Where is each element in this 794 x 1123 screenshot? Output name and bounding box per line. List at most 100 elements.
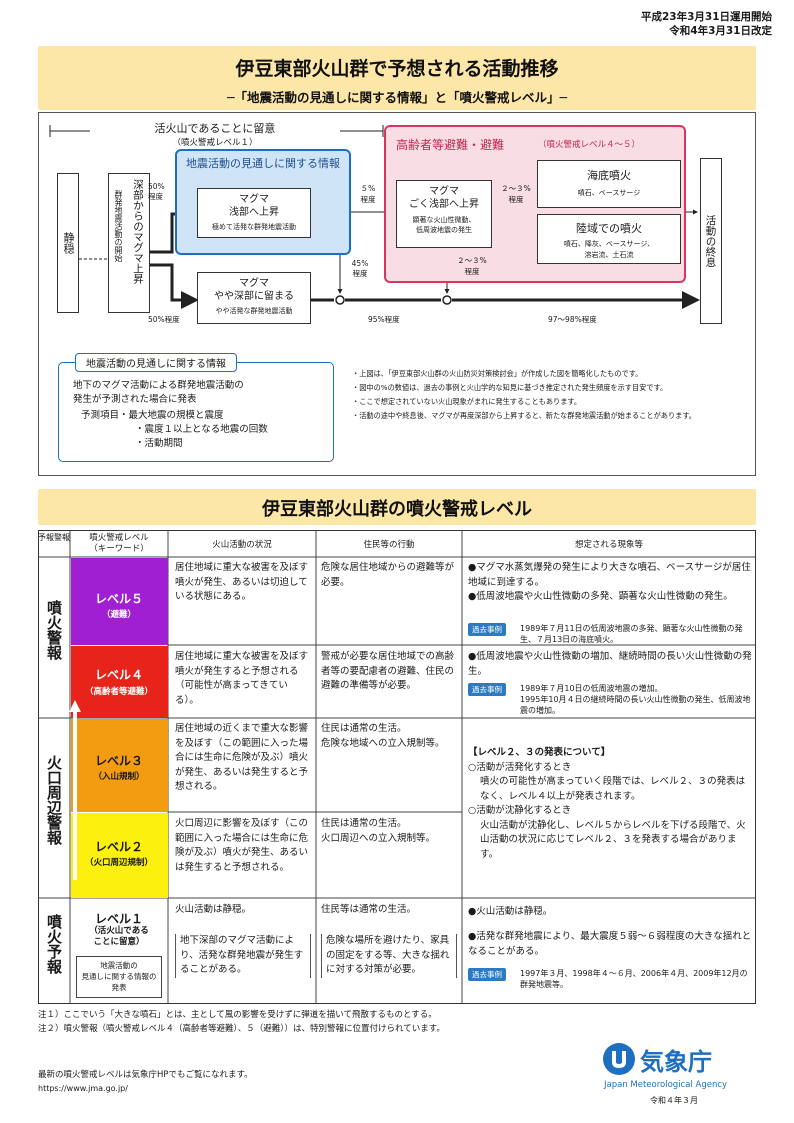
action-level-1-swarm: 危険な場所を避けたり、家具の固定をする等、大きな揺れに対する対策が必要。 [321,934,457,978]
footnotes: 注１）ここでいう「大きな噴石」とは、主として風の影響を受けずに弾道を描いて飛散す… [38,1008,756,1036]
example-level-5: 過去事例 1989年７月11日の低周波地震の多発、顕著な火山性微動の発生、７月1… [468,623,752,645]
group-eruption-forecast: 噴火予報 [45,914,63,974]
action-level-4: 警戒が必要な居住地域での高齢者等の要配慮者の避難、住民の避難の準備等が必要。 [321,651,455,691]
info-note-item2: ・震度１以上となる地震の回数 [135,424,268,435]
deep-rise-box: 深部からのマグマ上昇 群発地震活動の開始 [108,173,150,313]
magma-deep-title: マグマ やや深部に留まる [214,278,294,302]
info-note-item1: 予測項目・最大地震の規模と震度 [81,410,224,421]
info-note-box: 地震活動の見通しに関する情報 地下のマグマ活動による群発地震活動の 発生が予測さ… [58,353,334,462]
land-eruption-box: 陸域での噴火 噴石、降灰、ベースサージ、 溶岩流、土石流 [537,214,681,264]
status-level-3: 居住地域の近くまで重大な影響を及ぼす（この範囲に入った場合には生命に危険が及ぶ）… [175,723,309,792]
status-level-1-swarm: 地下深部のマグマ活動により、活発な群発地震が発生することがある。 [175,934,311,978]
phenom-level-5a: ●マグマ水蒸気爆発の発生により大きな噴石、ベースサージが居住地域に到達する。 [468,562,751,588]
land-eruption-title: 陸域での噴火 [576,222,642,235]
magma-shallow-sub: 極めて活発な群発地震活動 [212,223,296,231]
level-2-3-note-rising: ○活動が活発化するとき [468,761,572,773]
level-2-3-note-rising-text: 噴火の可能性が高まっていく段階では、レベル２、３の発表はなく、レベル４以上が発表… [480,776,746,802]
header-expected-phenomena: 想定される現象等 [574,540,643,550]
agency-name: 気象庁 [640,1048,712,1076]
website-info: 最新の噴火警戒レベルは気象庁HPでもご覧になれます。 https://www.j… [38,1068,438,1096]
pct-50-lower: 50%程度 [148,315,180,324]
evacuation-level: （噴火警戒レベル４～５） [538,140,641,150]
action-level-1: 住民等は通常の生活。 [321,904,417,915]
level-3-keyword: （入山規制） [93,772,145,782]
magma-shallow-title: マグマ 浅部へ上昇 [229,194,279,218]
pct-95: 95%程度 [368,315,400,324]
action-level-3: 住民は通常の生活。 危険な地域への立入規制等。 [321,723,445,749]
section1-subtitle: ─「地震活動の見通しに関する情報」と「噴火警戒レベル」─ [226,90,568,105]
action-level-2: 住民は通常の生活。 火口周辺への立入規制等。 [321,818,436,844]
level-2-3-note-title: 【レベル２、３の発表について】 [468,747,611,758]
flow-diagram-frame [38,112,756,476]
phenom-level-1a: ●火山活動は静穏。 [468,906,553,917]
level-2-3-note-calming-text: 火山活動が沈静化し、レベル５からレベルを下げる段階で、火山活動の状況に応じてレベ… [480,819,746,860]
example-level-1: 過去事例 1997年３月、1998年４～６月、2006年４月、2009年12月の… [468,968,752,990]
swarm-start-label: 群発地震活動の開始 [114,190,123,262]
example-level-1-text: 1997年３月、1998年４～６月、2006年４月、2009年12月の群発地震等… [520,969,748,989]
level-1-label: レベル１ [94,912,143,926]
info-note-line1: 地下のマグマ活動による群発地震活動の [73,380,244,391]
note-item: ・ここで想定されていない火山現象がまれに発生することもあります。 [352,397,582,406]
land-eruption-sub: 噴石、降灰、ベースサージ、 溶岩流、土石流 [563,240,655,259]
revision-date: 令和4年3月31日改定 [669,25,772,37]
level-1-info-note: 地震活動の 見通しに関する情報の 発表 [76,956,162,998]
example-level-4-text: 1989年７月10日の低周波地震の増加。 1995年10月４日の継続時間の長い火… [520,684,751,715]
agency-english-name: Japan Meteorological Agency [604,1080,728,1090]
example-level-4: 過去事例 1989年７月10日の低周波地震の増加。 1995年10月４日の継続時… [468,683,752,716]
pct-45: 45% 程度 [351,259,369,278]
header-forecast-warning: 予報警報 [38,533,70,542]
info-note-item3: ・活動期間 [135,438,183,449]
status-level-2: 火口周辺に影響を及ぼす（この範囲に入った場合には生命に危険が及ぶ）噴火が発生、あ… [175,818,309,873]
note-item: ・図中の%の数値は、過去の事例と火山学的な知見に基づき推定された発生頻度を示す目… [352,383,668,392]
level-2-3-note-calming: ○活動が沈静化するとき [468,805,572,816]
status-level-5: 居住地域に重大な被害を及ぼす噴火が発生、あるいは切迫している状態にある。 [175,562,309,602]
sea-eruption-box: 海底噴火 噴石、ベースサージ [537,160,681,208]
operation-start-date: 平成23年3月31日運用開始 [640,11,772,23]
section1-banner: 伊豆東部火山群で予想される活動推移 ─「地震活動の見通しに関する情報」と「噴火警… [38,46,756,110]
pct-5: ５% 程度 [360,184,376,204]
group-crater-warning: 火口周辺警報 [45,755,63,845]
magma-deep-box: マグマ やや深部に留まる やや活発な群発地震活動 [197,272,311,324]
header-activity-status: 火山活動の状況 [212,540,272,550]
evacuation-title: 高齢者等避難・避難 [396,138,505,152]
website-url: https://www.jma.go.jp/ [38,1084,128,1093]
example-level-5-text: 1989年７月11日の低周波地震の多発、顕著な火山性微動の発生、７月13日の海底… [520,624,743,644]
level-3-label: レベル３ [94,754,143,768]
header-resident-action: 住民等の行動 [363,540,415,550]
group-eruption-warning: 噴火警報 [45,600,63,660]
header-alert-level: 噴火警戒レベル （キーワード） [89,533,149,554]
pct-2-3-down: ２～３% 程度 [457,256,487,276]
note-item: ・活動の途中や終息後、マグマが再度深部から上昇すると、新たな群発地震活動が始まる… [352,411,696,420]
past-case-tag: 過去事例 [468,968,506,981]
phenom-level-4: ●低周波地震や火山性微動の増加、継続時間の長い火山性微動の発生。 [468,651,752,677]
level-4-label: レベル４ [94,668,143,682]
past-case-tag: 過去事例 [468,683,506,696]
section1-title: 伊豆東部火山群で予想される活動推移 [235,58,559,80]
level-5-label: レベル５ [94,592,143,606]
action-level-5: 危険な居住地域からの避難等が必要。 [321,562,455,588]
calm-box: 静穏 [57,173,79,313]
sea-eruption-title: 海底噴火 [587,169,631,182]
past-case-tag: 過去事例 [468,623,506,636]
footnote-2: 注２）噴火警報（噴火警戒レベル４（高齢者等避難）、５（避難））は、特別警報に位置… [38,1024,445,1034]
level-4-keyword: （高齢者等避難） [84,687,153,697]
status-level-4: 居住地域に重大な被害を及ぼす噴火が発生すると予想される（可能性が高まってきている… [175,651,309,706]
website-text: 最新の噴火警戒レベルは気象庁HPでもご覧になれます。 [38,1070,253,1080]
info-note-body: 地下のマグマ活動による群発地震活動の 発生が予測された場合に発表 予測項目・最大… [73,379,268,451]
pct-2-3-right: ２～３% 程度 [501,184,531,204]
jma-logo-icon [603,1043,635,1075]
info-note-title: 地震活動の見通しに関する情報 [75,353,237,372]
level-2-3-note: 【レベル２、３の発表について】 ○活動が活発化するとき 噴火の可能性が高まってい… [468,746,752,862]
level-5-keyword: （避難） [101,610,136,620]
magma-shallow-box: マグマ 浅部へ上昇 極めて活発な群発地震活動 [197,188,311,238]
activity-end-box: 活動の終息 [700,158,722,324]
diagram-notes: ・上図は、「伊豆東部火山群の火山防災対策検討会」が作成した図を簡略化したものです… [352,368,742,424]
phenom-level-5b: ●低周波地震や火山性微動の多発、顕著な火山性微動の発生。 [468,591,733,602]
active-volcano-level: （噴火警戒レベル１） [172,138,258,148]
sea-eruption-sub: 噴石、ベースサージ [577,189,641,197]
date-block: 平成23年3月31日運用開始 令和4年3月31日改定 [641,10,772,38]
status-level-1: 火山活動は静穏。 [175,904,252,915]
near-surface-box: マグマ ごく浅部へ上昇 顕著な火山性微動、 低周波地震の発生 [396,180,492,248]
level-2-label: レベル２ [94,840,143,854]
